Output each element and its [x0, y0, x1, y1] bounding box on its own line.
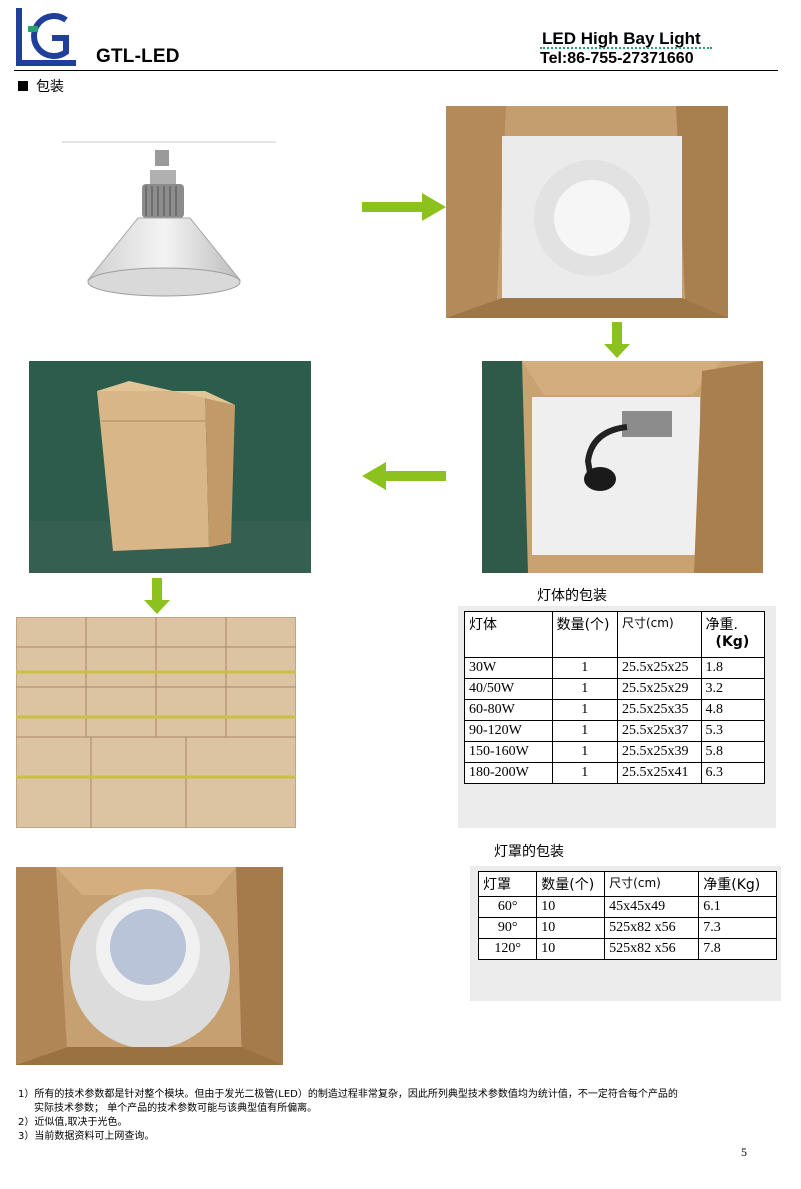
net-weight-label: 净重.	[705, 617, 738, 633]
table-cell: 1	[551, 720, 619, 742]
table-cell: 10	[536, 938, 606, 960]
footnote-line: 3）当前数据资料可上网查询。	[18, 1131, 155, 1142]
product-title: LED High Bay Light	[542, 29, 701, 48]
table-cell: 25.5x25x25	[617, 657, 702, 679]
footnote-line: 1）所有的技术参数都是针对整个模块。但由于发光二极管(LED）的制造过程非常复杂…	[18, 1089, 678, 1100]
company-logo	[16, 8, 76, 66]
table-header-cell: 灯罩	[477, 871, 538, 897]
table-cell: 6.1	[698, 896, 777, 918]
reflector-box-photo	[16, 867, 283, 1065]
footnote-line: 实际技术参数； 单个产品的技术参数可能与该典型值有所偏离。	[34, 1103, 318, 1114]
table-cell: 180-200W	[464, 762, 553, 784]
table-header-cell: 数量(个)	[551, 611, 619, 658]
table-cell: 10	[536, 917, 606, 939]
table-cell: 25.5x25x29	[617, 678, 702, 700]
table-cell: 1	[551, 699, 619, 721]
table-cell: 25.5x25x39	[617, 741, 702, 763]
table-cell: 1	[551, 762, 619, 784]
table-header-cell: 尺寸(cm)	[604, 871, 700, 897]
table-header-cell: 净重(Kg)	[698, 871, 777, 897]
table-cell: 90°	[477, 917, 538, 939]
table-cell: 150-160W	[464, 741, 553, 763]
telephone: Tel:86-755-27371660	[540, 50, 694, 67]
page-number: 5	[741, 1145, 747, 1159]
footnotes: 1）所有的技术参数都是针对整个模块。但由于发光二极管(LED）的制造过程非常复杂…	[18, 1088, 678, 1144]
table-cell: 40/50W	[464, 678, 553, 700]
table-cell: 7.3	[698, 917, 777, 939]
table-cell: 1	[551, 657, 619, 679]
table-cell: 7.8	[698, 938, 777, 960]
table-header-row: 灯罩 数量(个) 尺寸(cm) 净重(Kg)	[477, 871, 777, 897]
table-cell: 120°	[477, 938, 538, 960]
table-cell: 25.5x25x37	[617, 720, 702, 742]
table-cell: 25.5x25x35	[617, 699, 702, 721]
table-cell: 5.8	[700, 741, 766, 763]
table-cell: 5.3	[700, 720, 766, 742]
table-cell: 6.3	[700, 762, 766, 784]
table-header-cell: 尺寸(cm)	[617, 611, 702, 658]
section-heading: 包装	[18, 76, 64, 96]
table-cell: 30W	[464, 657, 553, 679]
table-cell: 90-120W	[464, 720, 553, 742]
table-cell: 10	[536, 896, 606, 918]
table1-caption: 灯体的包装	[537, 588, 607, 604]
header-rule	[14, 70, 778, 71]
header-dotted-rule	[540, 47, 712, 49]
square-bullet-icon	[18, 81, 28, 91]
table-cell: 3.2	[700, 678, 766, 700]
bracket-box-photo	[482, 361, 763, 573]
stacked-boxes-photo	[16, 617, 296, 828]
table-cell: 4.8	[700, 699, 766, 721]
table-header-cell: 数量(个)	[536, 871, 606, 897]
net-weight-unit: (Kg)	[715, 634, 750, 650]
table-cell: 25.5x25x41	[617, 762, 702, 784]
table-cell: 1	[551, 678, 619, 700]
table-cell: 1.8	[700, 657, 766, 679]
foam-box-photo	[446, 106, 728, 318]
lamp-photo	[62, 140, 276, 302]
table-cell: 1	[551, 741, 619, 763]
table-cell: 60°	[477, 896, 538, 918]
table-cell: 525x82 x56	[604, 938, 700, 960]
section-title: 包装	[36, 79, 64, 95]
table-cell: 60-80W	[464, 699, 553, 721]
table-cell: 45x45x49	[604, 896, 700, 918]
closed-box-photo	[29, 361, 311, 573]
table2-caption: 灯罩的包装	[494, 844, 564, 860]
table-header-cell: 灯体	[464, 611, 553, 658]
arrow-left-icon	[362, 462, 446, 490]
arrow-down-icon	[604, 322, 630, 358]
footnote-line: 2）近似值,取决于光色。	[18, 1117, 128, 1128]
table-cell: 525x82 x56	[604, 917, 700, 939]
arrow-right-icon	[362, 193, 446, 221]
brand-name: GTL-LED	[96, 46, 180, 67]
arrow-down-icon	[144, 578, 170, 614]
table-header-row: 灯体 数量(个) 尺寸(cm) 净重.(Kg)	[464, 611, 766, 658]
table-header-cell: 净重.(Kg)	[700, 611, 766, 658]
